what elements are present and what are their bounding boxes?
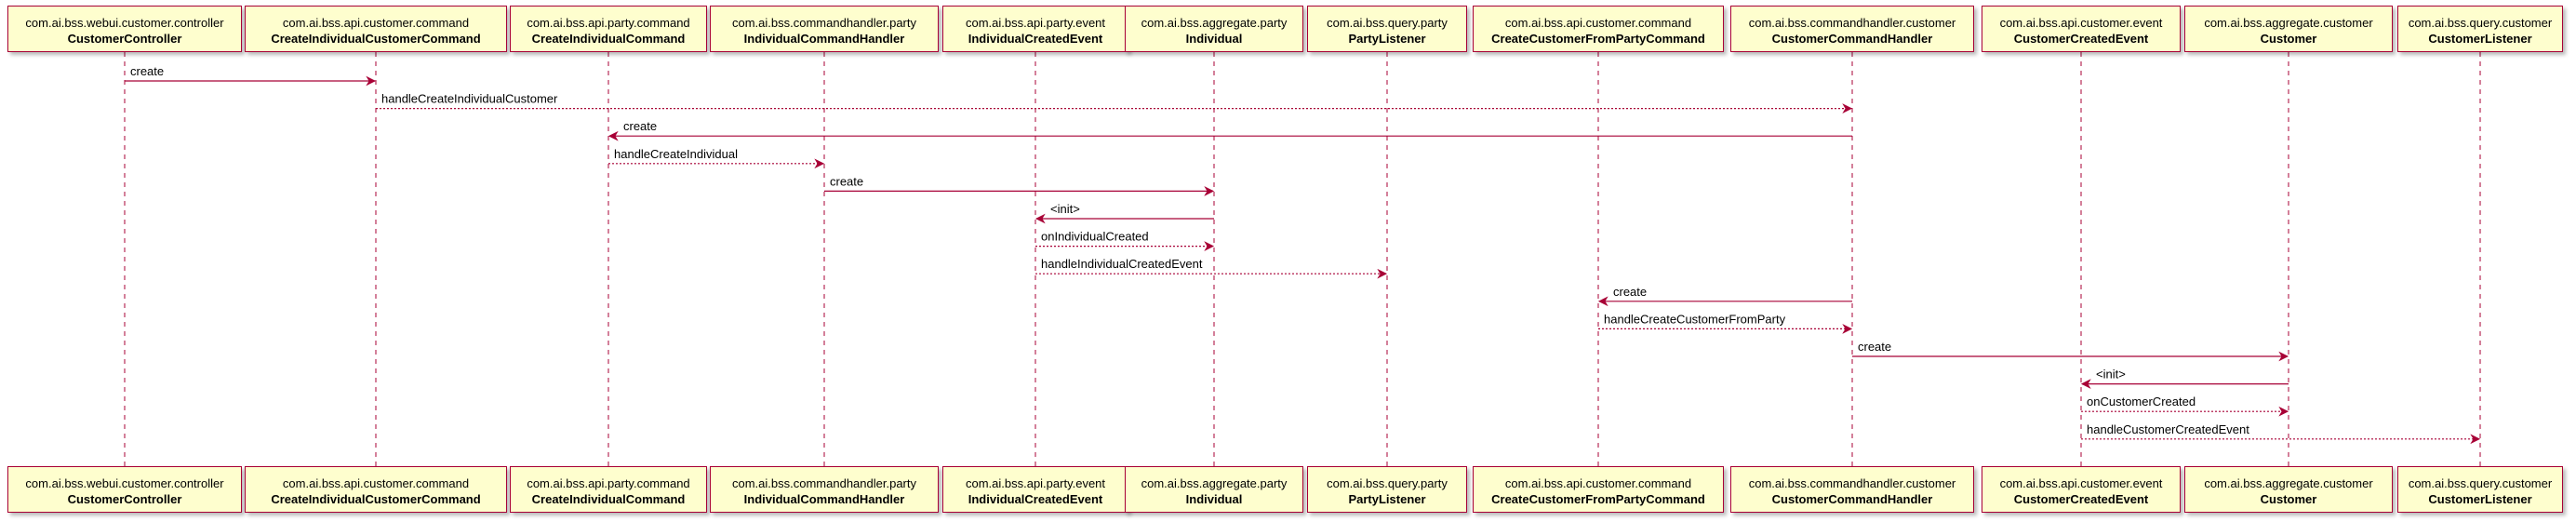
participant-class: CustomerCommandHandler [1771,492,1933,506]
message-label-4: create [830,174,863,188]
participant-class: CreateCustomerFromPartyCommand [1491,492,1705,506]
message-label-8: create [1613,285,1647,299]
participant-class: CustomerController [67,492,182,506]
participant-class: CustomerCreatedEvent [2013,32,2149,46]
message-label-6: onIndividualCreated [1041,230,1149,244]
participant-class: CreateCustomerFromPartyCommand [1491,32,1705,46]
participant-package: com.ai.bss.commandhandler.customer [1748,476,1956,490]
participant-package: com.ai.bss.query.customer [2408,476,2553,490]
participant-class: CreateIndividualCommand [531,492,686,506]
participant-package: com.ai.bss.aggregate.party [1141,16,1288,30]
participant-package: com.ai.bss.api.customer.command [282,16,470,30]
participant-package: com.ai.bss.aggregate.customer [2204,476,2373,490]
participant-package: com.ai.bss.api.party.event [965,16,1106,30]
participant-package: com.ai.bss.query.party [1327,16,1448,30]
message-label-1: handleCreateIndividualCustomer [381,92,558,106]
participant-package: com.ai.bss.commandhandler.customer [1748,16,1956,30]
participant-class: CreateIndividualCustomerCommand [271,32,481,46]
participant-class: CustomerController [67,32,182,46]
participant-class: CustomerListener [2428,492,2532,506]
participant-package: com.ai.bss.api.customer.command [282,476,470,490]
participant-class: PartyListener [1348,492,1426,506]
participant-package: com.ai.bss.api.party.event [965,476,1106,490]
participant-class: Customer [2260,32,2317,46]
message-label-12: onCustomerCreated [2087,395,2196,408]
participant-package: com.ai.bss.api.customer.command [1504,476,1692,490]
participant-package: com.ai.bss.api.party.command [527,16,690,30]
participant-class: PartyListener [1348,32,1426,46]
participant-package: com.ai.bss.aggregate.party [1141,476,1288,490]
participant-package: com.ai.bss.api.customer.command [1504,16,1692,30]
participant-package: com.ai.bss.api.customer.event [1999,476,2163,490]
message-label-9: handleCreateCustomerFromParty [1604,312,1786,326]
message-label-13: handleCustomerCreatedEvent [2087,422,2249,436]
participant-package: com.ai.bss.api.party.command [527,476,690,490]
message-label-11: <init> [2096,368,2126,381]
participant-class: Individual [1185,32,1243,46]
message-label-7: handleIndividualCreatedEvent [1041,257,1203,271]
participant-class: IndividualCommandHandler [743,32,905,46]
message-label-5: <init> [1050,202,1080,216]
participant-package: com.ai.bss.query.customer [2408,16,2553,30]
participant-package: com.ai.bss.api.customer.event [1999,16,2163,30]
participant-class: CreateIndividualCustomerCommand [271,492,481,506]
participant-class: IndividualCreatedEvent [968,492,1103,506]
participant-class: CustomerCreatedEvent [2013,492,2149,506]
participant-class: IndividualCreatedEvent [968,32,1103,46]
participant-package: com.ai.bss.aggregate.customer [2204,16,2373,30]
message-label-10: create [1858,340,1891,354]
message-label-0: create [130,64,164,78]
participant-package: com.ai.bss.commandhandler.party [732,476,916,490]
participant-class: Individual [1185,492,1243,506]
message-label-2: create [623,119,657,133]
participant-package: com.ai.bss.commandhandler.party [732,16,916,30]
participant-class: CustomerListener [2428,32,2532,46]
participant-package: com.ai.bss.webui.customer.controller [25,476,224,490]
message-label-3: handleCreateIndividual [614,147,738,161]
participant-class: CreateIndividualCommand [531,32,686,46]
participant-class: Customer [2260,492,2317,506]
participant-class: IndividualCommandHandler [743,492,905,506]
participant-class: CustomerCommandHandler [1771,32,1933,46]
participant-package: com.ai.bss.webui.customer.controller [25,16,224,30]
participant-package: com.ai.bss.query.party [1327,476,1448,490]
